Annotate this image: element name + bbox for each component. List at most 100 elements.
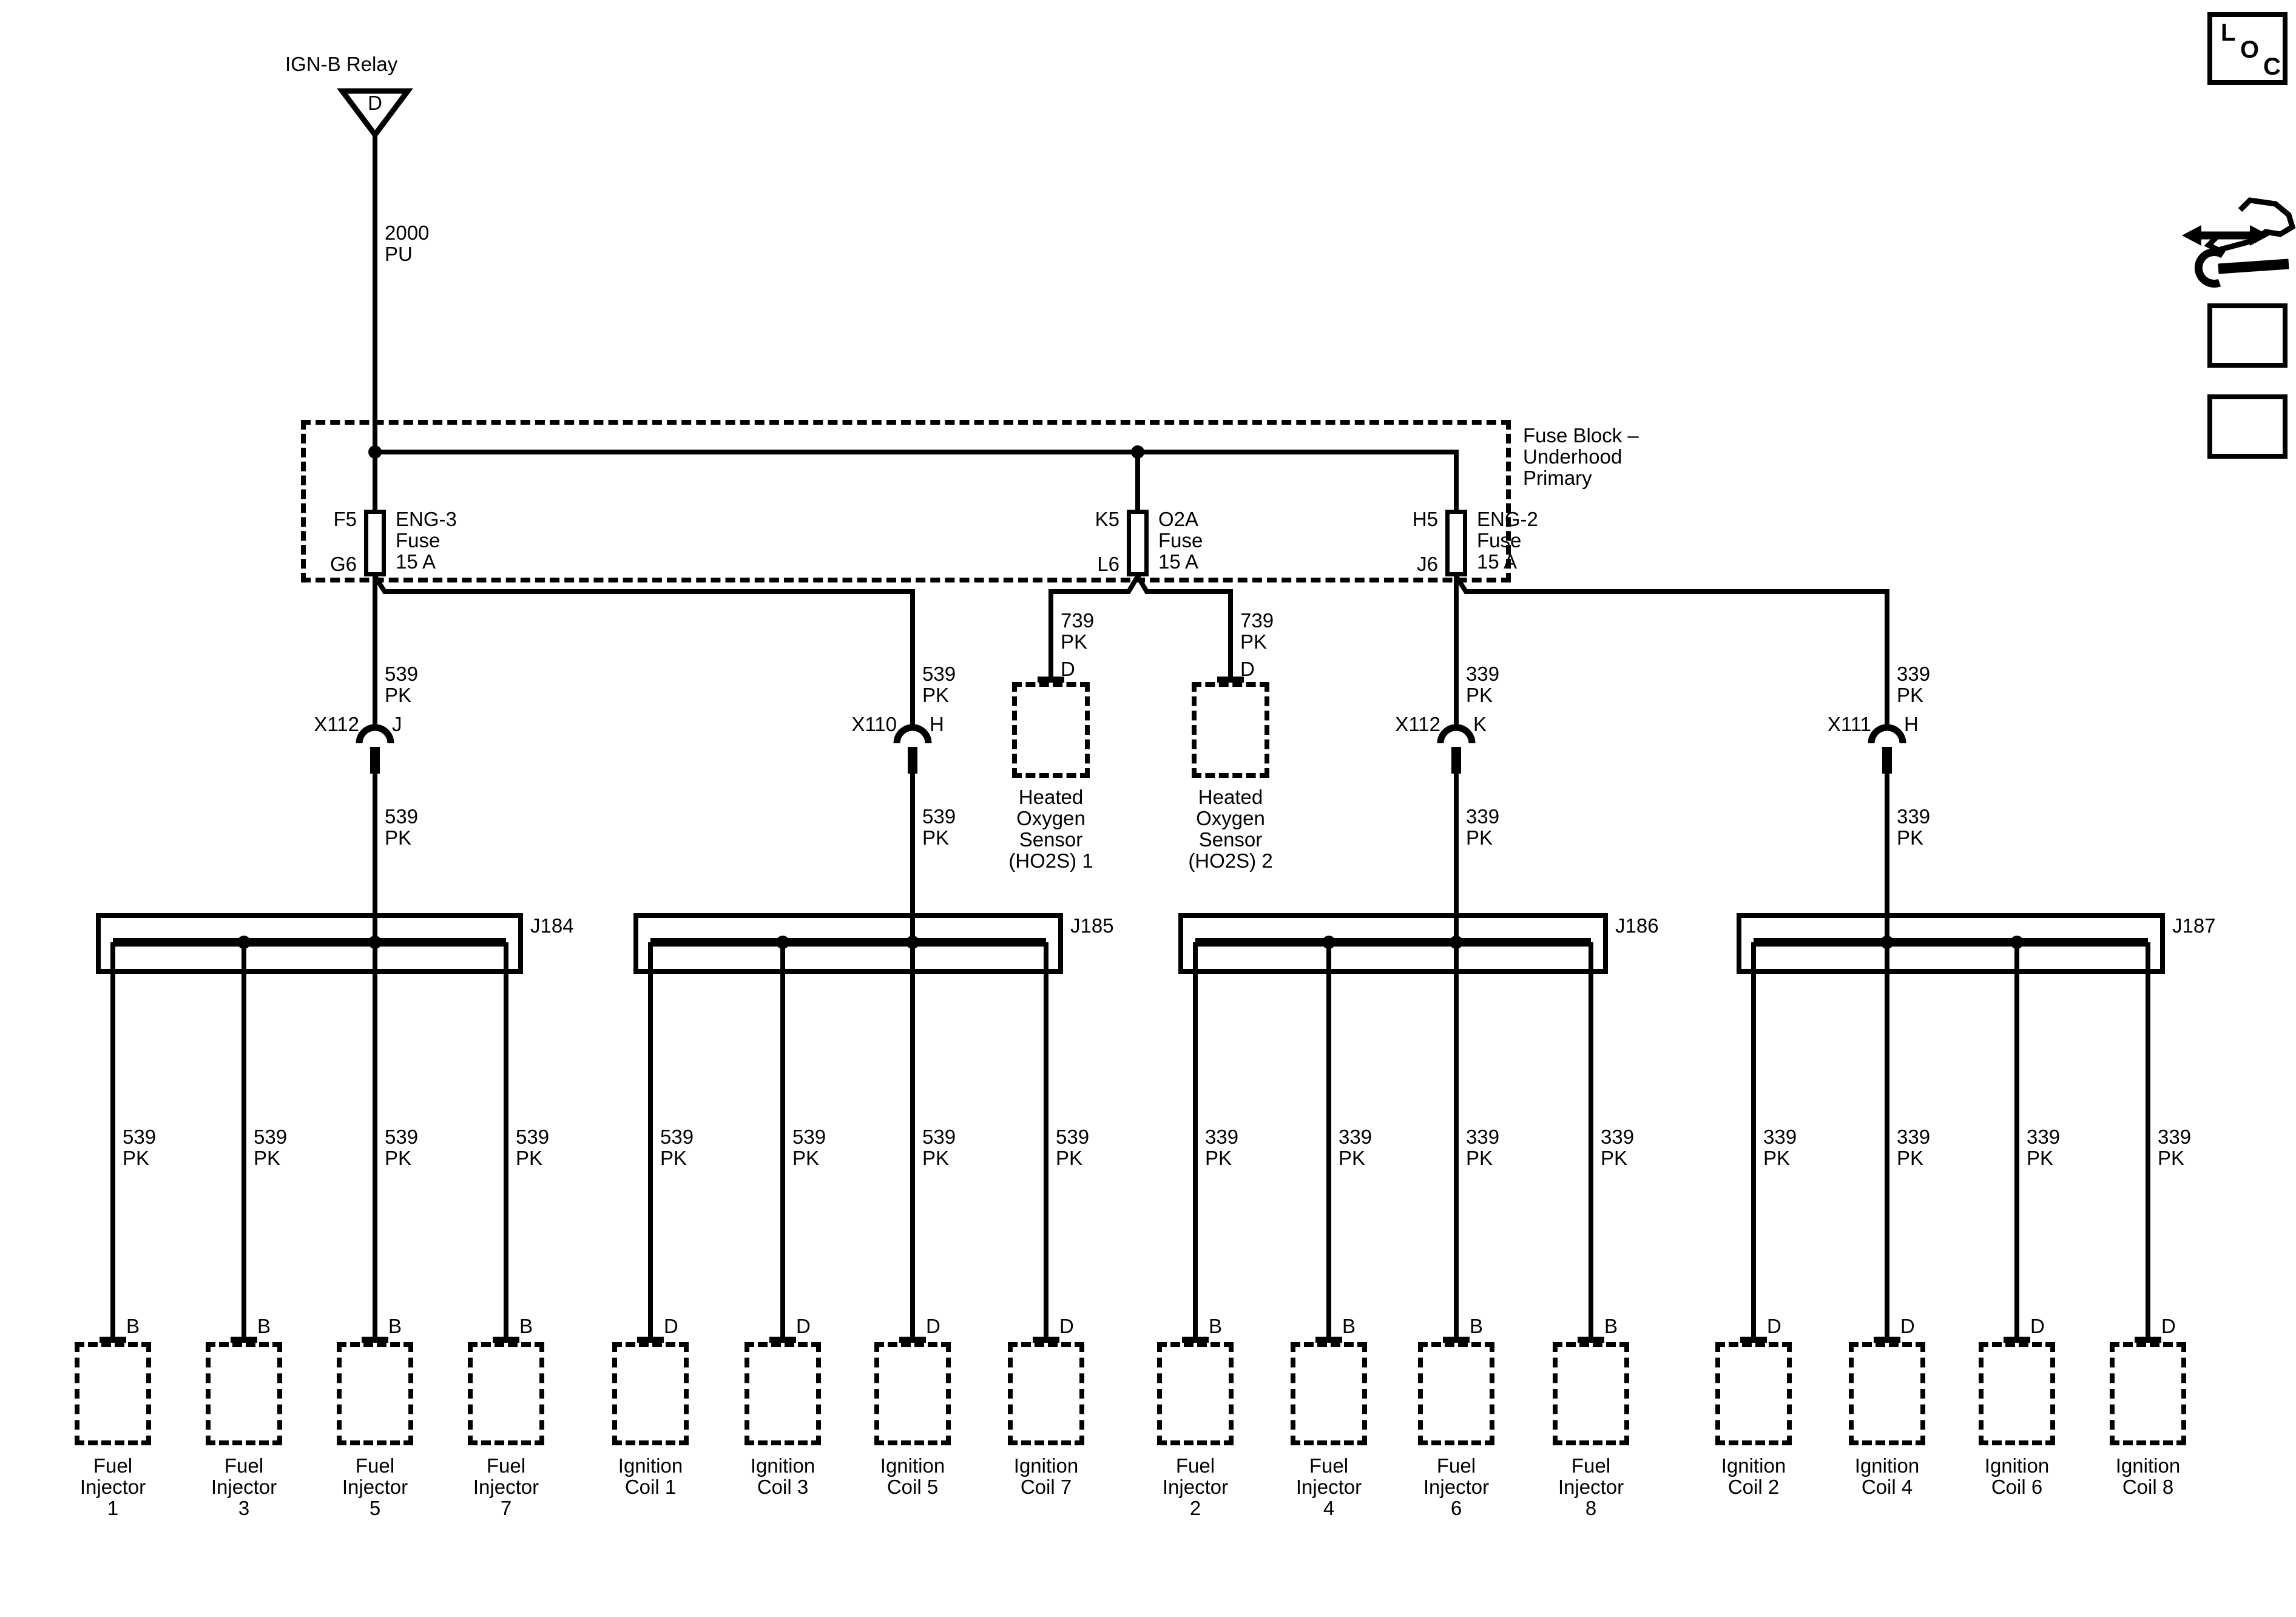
connector-x110-wire-below: 539 PK: [922, 805, 956, 849]
loc-letter-c: C: [2263, 53, 2281, 80]
branch-terminal: D: [2161, 1315, 2176, 1337]
ho2s2-label: Heated Oxygen Sensor (HO2S) 2: [1188, 786, 1273, 872]
branch-terminal: B: [1342, 1315, 1356, 1337]
component-label: Ignition Coil 1: [618, 1454, 683, 1498]
branch-terminal: B: [388, 1315, 402, 1337]
branch-wire-label: 339 PK: [1205, 1126, 1239, 1169]
component-label: Ignition Coil 7: [1013, 1454, 1079, 1498]
component-label: Ignition Coil 5: [880, 1454, 945, 1498]
splice-pack-j185: [633, 913, 1063, 974]
branch-terminal: D: [664, 1315, 678, 1337]
fuse-eng2-name: ENG-2 Fuse 15 A: [1477, 508, 1538, 573]
splice-pack-j185-label: J185: [1070, 914, 1114, 937]
fuse-eng2: [1445, 510, 1467, 576]
component-box-fuel-injector-7: [468, 1342, 544, 1445]
branch-terminal: B: [519, 1315, 533, 1337]
component-label: Fuel Injector 7: [473, 1454, 539, 1519]
wire-eng2-branches: [1454, 575, 1889, 727]
branch-wire-label: 339 PK: [1763, 1126, 1797, 1169]
branch-wire-label: 539 PK: [254, 1126, 288, 1169]
next-page-button[interactable]: [2207, 303, 2288, 368]
connector-x112k-id: X112: [1395, 713, 1440, 735]
connector-x112j-wire-below: 539 PK: [385, 805, 419, 849]
branch-wire-label: 539 PK: [922, 1126, 956, 1169]
previous-page-button[interactable]: [2207, 394, 2288, 459]
connector-x112j-pin: J: [392, 713, 402, 735]
component-label: Fuel Injector 5: [342, 1454, 408, 1519]
ho2s2-terminal: D: [1240, 658, 1255, 680]
ho2s1-box: [1012, 682, 1090, 778]
fuse-o2a-pin-out: L6: [1097, 553, 1119, 575]
wire-eng3-branches: [373, 575, 915, 727]
fuse-eng2-pin-in: H5: [1412, 508, 1438, 530]
branch-terminal: B: [1209, 1315, 1223, 1337]
connector-x111-wire-above: 339 PK: [1897, 663, 1931, 706]
component-box-ignition-coil-1: [612, 1342, 689, 1445]
branch-terminal: D: [2030, 1315, 2045, 1337]
ho2s1-wire-label: 739 PK: [1061, 609, 1095, 653]
component-box-fuel-injector-6: [1418, 1342, 1494, 1445]
component-box-ignition-coil-4: [1849, 1342, 1925, 1445]
connector-x111-id: X111: [1827, 713, 1871, 735]
component-label: Fuel Injector 1: [79, 1454, 146, 1519]
component-box-ignition-coil-5: [874, 1342, 951, 1445]
component-box-fuel-injector-2: [1157, 1342, 1234, 1445]
splice-pack-j186-label: J186: [1615, 914, 1659, 937]
branch-wire-label: 339 PK: [1466, 1126, 1500, 1169]
ho2s1-label: Heated Oxygen Sensor (HO2S) 1: [1008, 786, 1093, 872]
fuse-eng3-name: ENG-3 Fuse 15 A: [396, 508, 457, 573]
component-label: Fuel Injector 4: [1295, 1454, 1362, 1519]
ho2s1-terminal: D: [1061, 658, 1075, 680]
fuse-block-outline: [301, 420, 1511, 582]
loc-button[interactable]: L O C: [2207, 12, 2288, 85]
component-label: Ignition Coil 6: [1984, 1454, 2050, 1498]
branch-wire-label: 339 PK: [2158, 1126, 2192, 1169]
relay-label: IGN-B Relay: [285, 53, 398, 75]
component-label: Ignition Coil 3: [750, 1454, 815, 1498]
branch-terminal: D: [1767, 1315, 1781, 1337]
branch-terminal: B: [1604, 1315, 1618, 1337]
wire-o2a-branches: [1038, 575, 1244, 683]
component-label: Fuel Injector 3: [211, 1454, 277, 1519]
connector-symbols: [356, 724, 1906, 942]
connector-x112k-wire-below: 339 PK: [1466, 805, 1500, 849]
splice-pack-j186: [1178, 913, 1608, 974]
component-box-ignition-coil-3: [745, 1342, 821, 1445]
component-box-ignition-coil-8: [2110, 1342, 2186, 1445]
relay-terminal: D: [368, 92, 382, 114]
component-box-ignition-coil-6: [1979, 1342, 2055, 1445]
service-tool-icon[interactable]: [2182, 197, 2296, 288]
connector-x112k-wire-above: 339 PK: [1466, 663, 1500, 706]
branch-terminal: D: [1059, 1315, 1074, 1337]
component-label: Ignition Coil 2: [1721, 1454, 1786, 1498]
component-label: Fuel Injector 8: [1558, 1454, 1624, 1519]
splice-pack-j187-label: J187: [2172, 914, 2216, 937]
fuse-eng2-pin-out: J6: [1417, 553, 1438, 575]
fuse-eng3: [364, 510, 386, 576]
connector-x110-id: X110: [851, 713, 897, 735]
connector-x110-pin: H: [930, 713, 944, 735]
branch-wire-label: 539 PK: [123, 1126, 157, 1169]
component-label: Fuel Injector 6: [1423, 1454, 1490, 1519]
splice-pack-j184: [96, 913, 523, 974]
branch-terminal: D: [1900, 1315, 1915, 1337]
branch-terminal: B: [1470, 1315, 1484, 1337]
fuse-block-label: Fuse Block – Underhood Primary: [1523, 424, 1639, 489]
ho2s2-box: [1192, 682, 1269, 778]
component-box-fuel-injector-5: [337, 1342, 413, 1445]
component-label: Ignition Coil 4: [1854, 1454, 1920, 1498]
fuse-o2a-name: O2A Fuse 15 A: [1158, 508, 1203, 573]
fuse-o2a-pin-in: K5: [1095, 508, 1119, 530]
splice-pack-j184-label: J184: [530, 914, 574, 937]
branch-terminal: D: [926, 1315, 940, 1337]
branch-wire-label: 539 PK: [792, 1126, 826, 1169]
loc-letter-l: L: [2221, 19, 2236, 46]
branch-wire-label: 339 PK: [1601, 1126, 1635, 1169]
branch-wires: [100, 942, 2161, 1343]
component-label: Fuel Injector 2: [1162, 1454, 1229, 1519]
component-box-fuel-injector-1: [75, 1342, 151, 1445]
fuse-o2a: [1127, 510, 1149, 576]
branch-wire-label: 339 PK: [1339, 1126, 1373, 1169]
